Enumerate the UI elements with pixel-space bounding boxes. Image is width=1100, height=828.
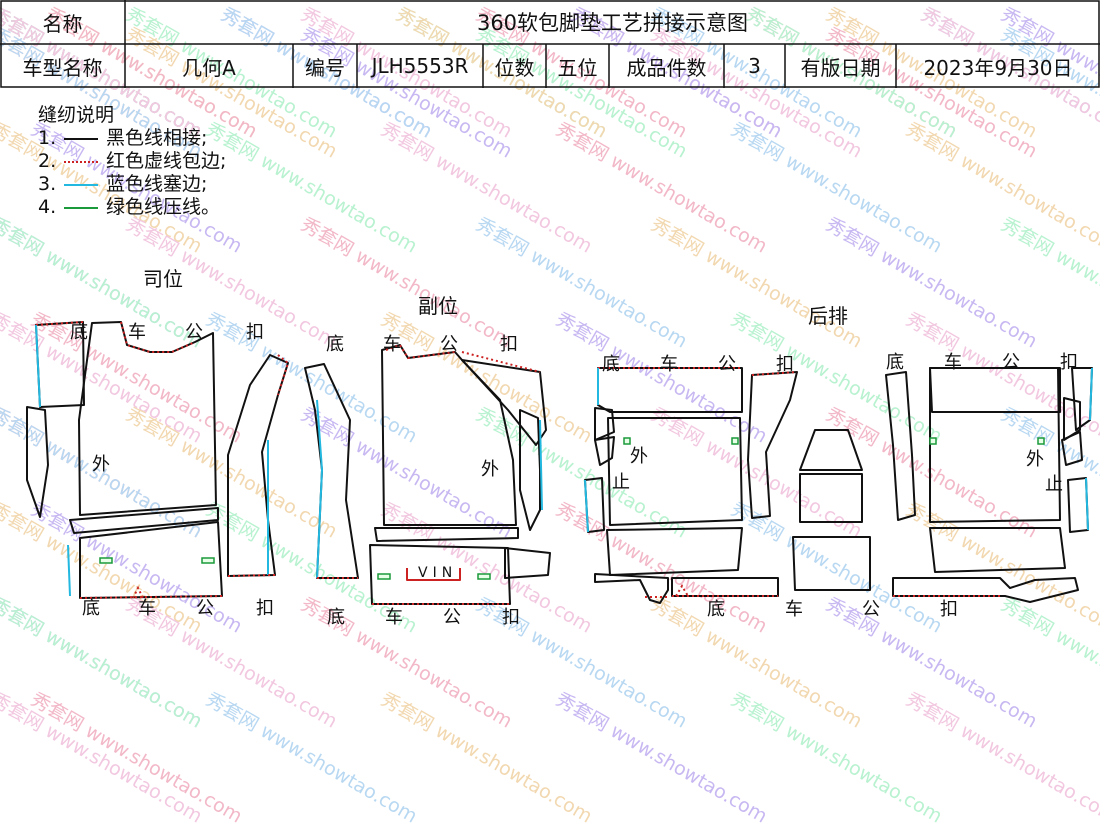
driver-bottom-strip	[70, 508, 218, 533]
rear-right-press-a	[930, 438, 936, 444]
driver-mat-group	[27, 322, 288, 598]
passenger-bottom-gong: 公	[443, 603, 461, 629]
rear-center-bottom	[672, 578, 778, 596]
rear-right-edge-strip	[1068, 478, 1088, 532]
rear-center-notch	[676, 586, 688, 596]
rear-right-tall-tuck	[1090, 368, 1092, 420]
rear-right-top-panel	[930, 368, 1060, 412]
driver-bottom-tuck	[68, 545, 70, 596]
rear-right-tall-strip	[1072, 368, 1092, 430]
passenger-top-che: 车	[383, 330, 401, 356]
rear-left-bottom-panel	[607, 528, 742, 575]
rear-left-press-b	[732, 438, 738, 444]
passenger-press-mark-left	[378, 574, 390, 579]
passenger-bottom-che: 车	[385, 603, 403, 629]
driver-top-che: 车	[128, 318, 146, 344]
rear-bottom-gong: 公	[862, 595, 880, 621]
rear-bottom-kou: 扣	[940, 595, 958, 621]
driver-press-mark-right	[202, 558, 214, 563]
passenger-side-panel	[305, 364, 358, 578]
rear-tunnel-mid	[800, 474, 862, 522]
section-rear: 后排	[808, 300, 848, 329]
passenger-bottom-right-flap	[505, 548, 550, 578]
rear-left-top-di: 底	[602, 350, 620, 376]
driver-far-left-piece	[27, 407, 48, 517]
rear-right-press-b	[1038, 438, 1044, 444]
passenger-wai: 外	[481, 455, 499, 481]
rear-bottom-che: 车	[785, 595, 803, 621]
passenger-bottom-strip	[375, 528, 518, 541]
driver-side-panel	[228, 355, 288, 576]
rear-right-wai: 外	[1026, 445, 1044, 471]
rear-left-wai: 外	[630, 442, 648, 468]
driver-bottom-di: 底	[82, 594, 100, 620]
driver-press-mark-left	[100, 558, 112, 563]
driver-top-di: 底	[70, 318, 88, 344]
rear-right-top-kou: 扣	[1060, 348, 1078, 374]
section-driver: 司位	[143, 263, 183, 292]
driver-top-gong: 公	[185, 318, 203, 344]
rear-right-top-che: 车	[944, 348, 962, 374]
rear-left-top-che: 车	[660, 350, 678, 376]
rear-right-edge-tuck	[1086, 478, 1088, 530]
passenger-bottom-di: 底	[327, 603, 345, 629]
rear-right-top-di: 底	[886, 348, 904, 374]
passenger-press-mark-right	[478, 574, 490, 579]
driver-bottom-che: 车	[138, 594, 156, 620]
rear-right-side-strip	[886, 372, 915, 520]
rear-tunnel-bottom	[793, 537, 870, 590]
rear-right-zhi: 止	[1045, 470, 1063, 496]
rear-left-bottom-strip	[595, 574, 668, 603]
passenger-bottom-kou: 扣	[502, 603, 520, 629]
rear-right-top-gong: 公	[1002, 348, 1020, 374]
rear-left-small-b	[595, 437, 614, 465]
rear-bottom-di: 底	[707, 595, 725, 621]
rear-tunnel-top	[800, 430, 862, 470]
driver-top-kou: 扣	[246, 318, 264, 344]
rear-mat-group	[585, 368, 1092, 603]
section-passenger: 副位	[418, 290, 458, 319]
passenger-right-strip	[462, 360, 546, 445]
rear-right-bottom-strip	[893, 578, 1078, 602]
driver-bottom-kou: 扣	[256, 594, 274, 620]
rear-right-bottom-panel	[930, 528, 1065, 572]
pattern-drawing: .k{stroke:#111;stroke-width:2;fill:none;…	[0, 0, 1100, 734]
passenger-top-kou: 扣	[500, 330, 518, 356]
driver-left-strip-tuck	[36, 325, 40, 407]
rear-left-edge-tuck	[585, 480, 588, 532]
rear-left-top-gong: 公	[718, 350, 736, 376]
driver-bottom-gong: 公	[196, 594, 214, 620]
passenger-main-floor	[382, 345, 516, 525]
driver-wai: 外	[92, 450, 110, 476]
rear-left-zhi: 止	[612, 468, 630, 494]
rear-left-side-strip	[748, 372, 797, 518]
passenger-vin-label: VIN	[418, 565, 457, 581]
passenger-top-gong: 公	[440, 330, 458, 356]
passenger-top-di: 底	[326, 330, 344, 356]
rear-left-top-kou: 扣	[776, 350, 794, 376]
